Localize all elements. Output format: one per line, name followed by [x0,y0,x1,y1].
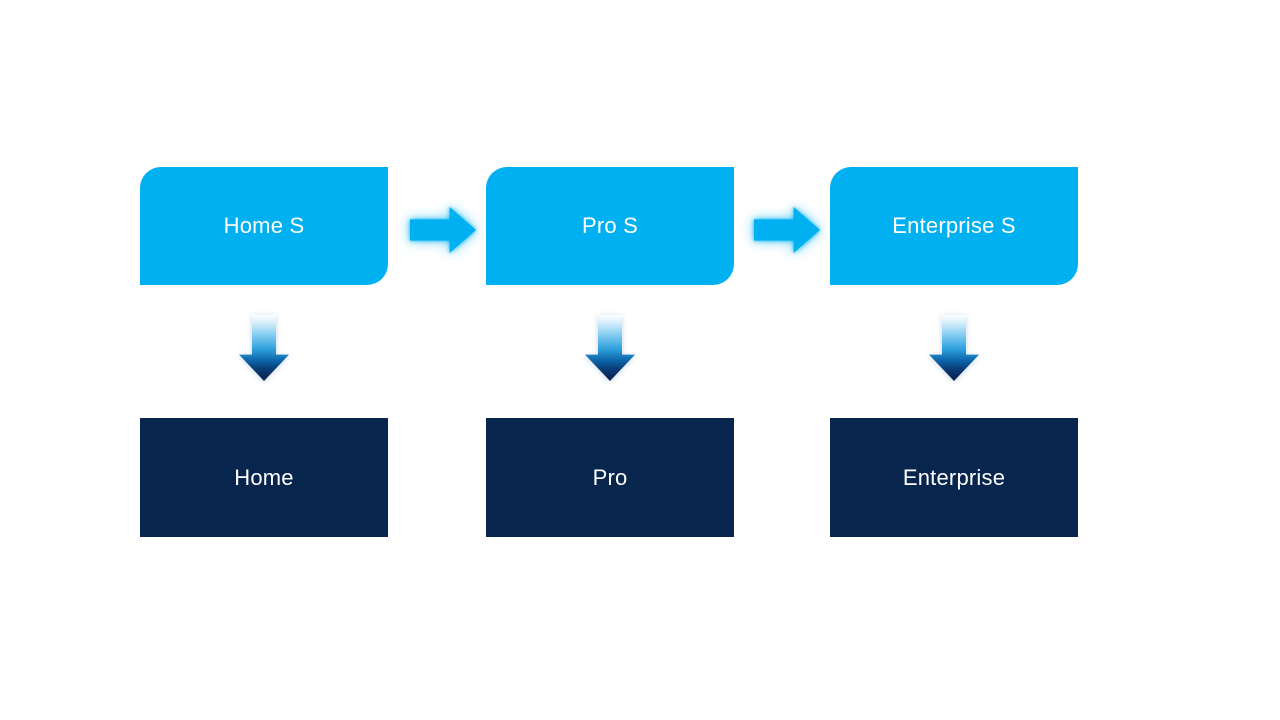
right-arrow-shape [410,207,476,253]
down-arrow-icon [585,315,635,381]
down-arrow-shape [929,315,979,381]
node-pro: Pro [486,418,734,537]
down-arrow-icon [929,315,979,381]
node-label: Enterprise [902,464,1006,490]
node-label: Pro [592,464,628,490]
node-home: Home [140,418,388,537]
node-label: Home [234,464,294,490]
node-label: Enterprise S [892,213,1016,238]
node-pro-s: Pro S [486,167,734,285]
node-label: Pro S [581,213,639,238]
right-arrow-shape [754,207,820,253]
down-arrow-shape [239,315,289,381]
right-arrow-icon [410,207,476,253]
down-arrow-icon [239,315,289,381]
node-label: Home S [223,213,305,238]
node-enterprise: Enterprise [830,418,1078,537]
node-home-s: Home S [140,167,388,285]
down-arrow-shape [585,315,635,381]
node-enterprise-s: Enterprise S [830,167,1078,285]
right-arrow-icon [754,207,820,253]
